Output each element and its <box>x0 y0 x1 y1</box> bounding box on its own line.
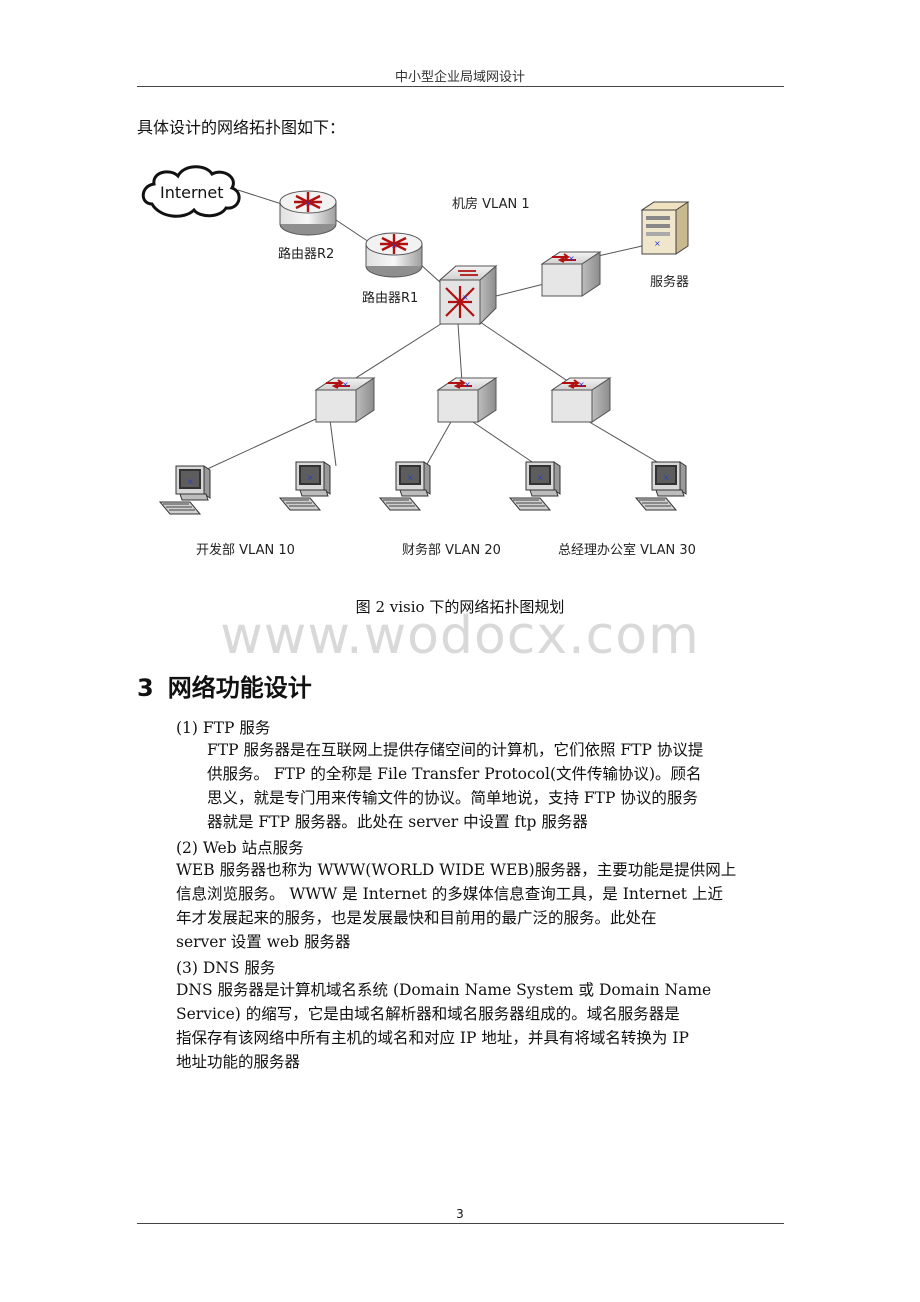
watermark: www.wodocx.com <box>220 606 700 666</box>
router-r2-icon <box>278 189 338 237</box>
network-topology-diagram: × × × × <box>141 165 696 558</box>
svg-text:×: × <box>654 239 661 248</box>
server-label: 服务器 <box>650 274 689 290</box>
internet-cloud: Internet <box>141 165 241 218</box>
vlan30-label: 总经理办公室 VLAN 30 <box>558 542 696 558</box>
paragraph-line: 年才发展起来的服务，也是发展最快和目前用的最广泛的服务。此处在 <box>176 909 657 927</box>
pc-icon <box>279 461 331 511</box>
item-paragraph: FTP 服务器是在互联网上提供存储空间的计算机，它们依照 FTP 协议提 供服务… <box>207 738 785 834</box>
paragraph-line: WEB 服务器也称为 WWW(WORLD WIDE WEB)服务器，主要功能是提… <box>176 861 737 879</box>
item-heading: (1) FTP 服务 <box>176 719 271 737</box>
gm-switch-icon <box>551 377 611 423</box>
paragraph-line: DNS 服务器是计算机域名系统 (Domain Name System 或 Do… <box>176 981 712 999</box>
section-title: 网络功能设计 <box>167 674 312 702</box>
pc-icon <box>159 465 211 515</box>
paragraph-line: 供服务。 FTP 的全称是 File Transfer Protocol(文件传… <box>207 765 702 783</box>
paragraph-line: 指保存有该网络中所有主机的域名和对应 IP 地址，并具有将域名转换为 IP <box>176 1029 689 1047</box>
paragraph-line: FTP 服务器是在互联网上提供存储空间的计算机，它们依照 FTP 协议提 <box>207 741 704 759</box>
pc-icon <box>509 461 561 511</box>
internet-label: Internet <box>160 183 224 202</box>
paragraph-line: 地址功能的服务器 <box>176 1053 301 1071</box>
vlan10-label: 开发部 VLAN 10 <box>196 542 295 558</box>
footer-rule <box>137 1223 784 1224</box>
room-vlan-label: 机房 VLAN 1 <box>452 196 530 212</box>
network-links <box>191 189 665 477</box>
dev-switch-icon <box>315 377 375 423</box>
finance-switch-icon <box>437 377 497 423</box>
running-header: 中小型企业局域网设计 <box>394 70 525 85</box>
pc-icon <box>379 461 431 511</box>
paragraph-line: 器就是 FTP 服务器。此处在 server 中设置 ftp 服务器 <box>207 813 588 831</box>
pc-icon <box>635 461 687 511</box>
core-switch-icon <box>438 264 498 326</box>
paragraph-line: server 设置 web 服务器 <box>176 933 351 951</box>
section-heading: 3 网络功能设计 <box>137 668 312 703</box>
page-number: 3 <box>456 1207 464 1221</box>
intro-text: 具体设计的网络拓扑图如下： <box>137 118 346 137</box>
item-heading: (2) Web 站点服务 <box>176 839 304 857</box>
paragraph-line: 思义，就是专门用来传输文件的协议。简单地说，支持 FTP 协议的服务 <box>207 789 698 807</box>
item-heading: (3) DNS 服务 <box>176 959 276 977</box>
header-rule <box>137 86 784 87</box>
figure-caption: 图 2 visio 下的网络拓扑图规划 <box>355 598 565 616</box>
vlan20-label: 财务部 VLAN 20 <box>402 542 501 558</box>
router-r1-label: 路由器R1 <box>362 290 418 306</box>
item-paragraph: WEB 服务器也称为 WWW(WORLD WIDE WEB)服务器，主要功能是提… <box>176 858 786 954</box>
section-number: 3 <box>137 674 154 702</box>
router-r1-icon <box>364 231 424 279</box>
server-switch-icon <box>541 251 601 297</box>
item-paragraph: DNS 服务器是计算机域名系统 (Domain Name System 或 Do… <box>176 978 786 1074</box>
paragraph-line: 信息浏览服务。 WWW 是 Internet 的多媒体信息查询工具，是 Inte… <box>176 885 723 903</box>
server-icon: × <box>640 201 690 255</box>
paragraph-line: Service) 的缩写，它是由域名解析器和域名服务器组成的。域名服务器是 <box>176 1005 680 1023</box>
router-r2-label: 路由器R2 <box>278 246 334 262</box>
